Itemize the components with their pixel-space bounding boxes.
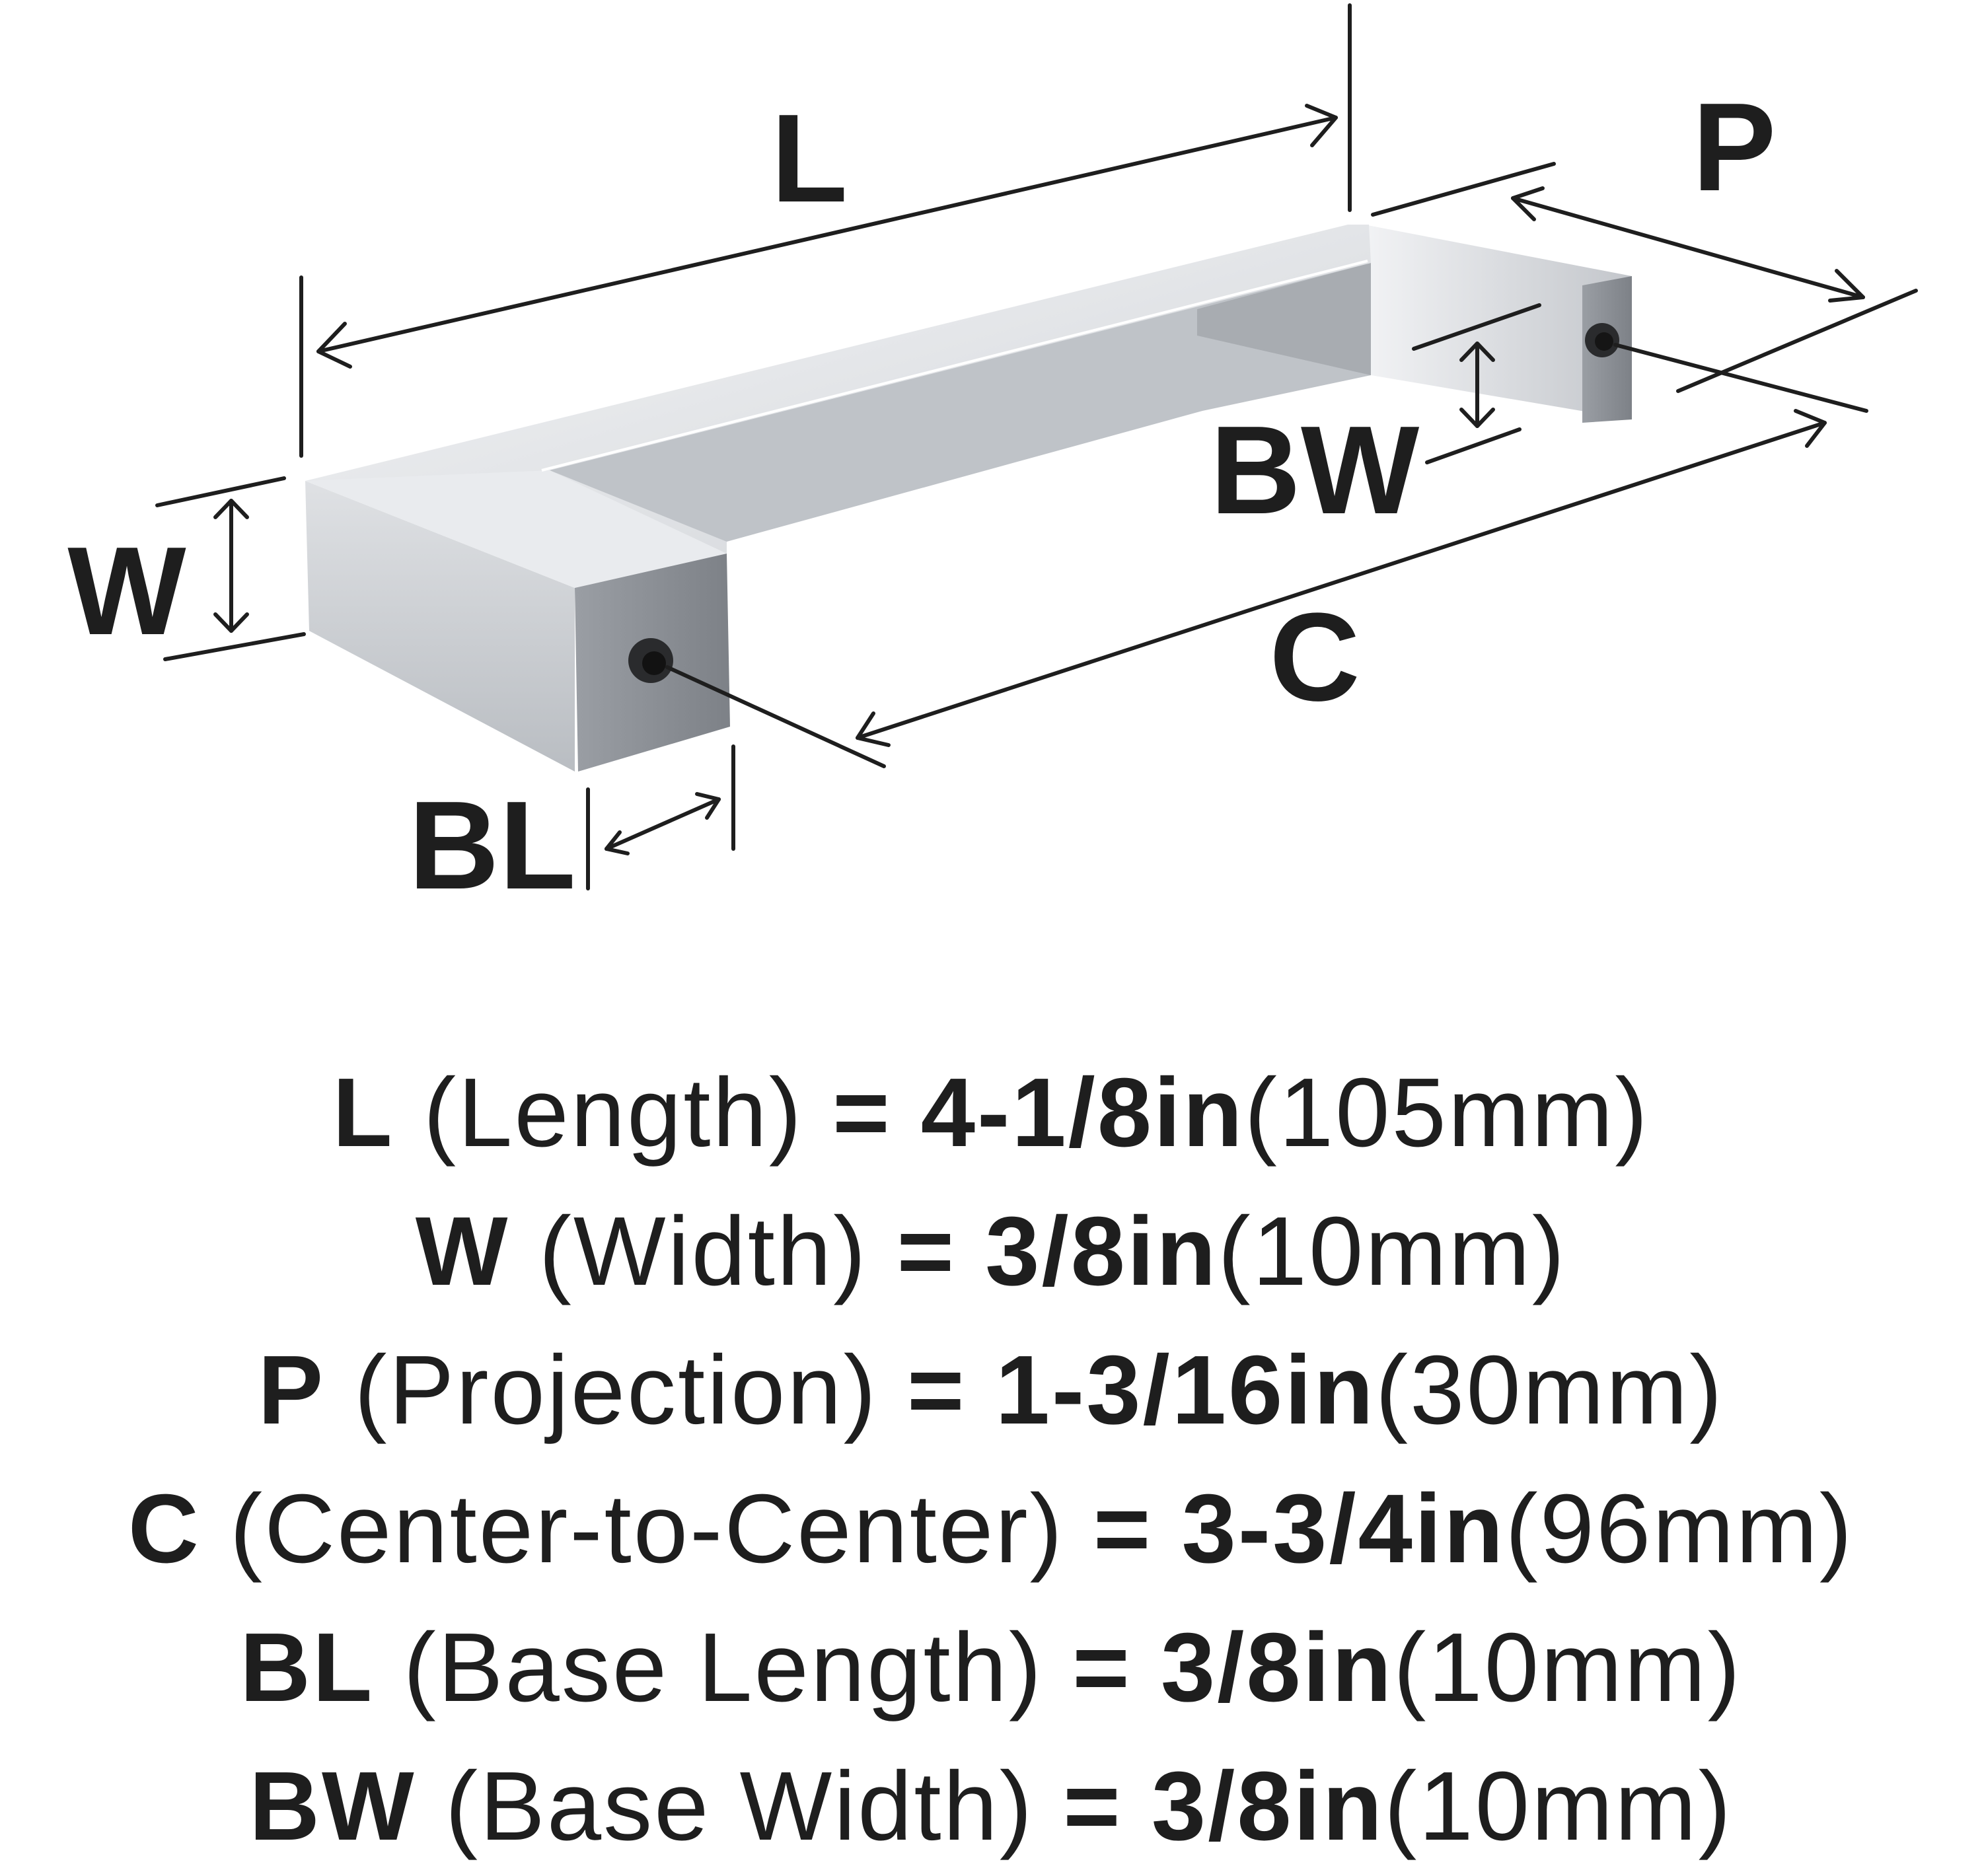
spec-inches: 3/8in [1160,1613,1394,1722]
width-arrow-bottom [213,612,249,633]
spec-code: W [415,1197,510,1306]
spec-equals: = [832,1058,892,1167]
spec-row: BL (Base Length) = 3/8in(10mm) [0,1599,1982,1737]
length-arrow-right [1305,104,1338,147]
center-extension-rear [1613,343,1868,413]
width-label: W [67,521,186,661]
spec-millimeters: (96mm) [1505,1474,1854,1583]
spec-equals: = [1063,1752,1122,1861]
center-arrow-rear [1794,409,1827,448]
base-length-arrow-right [695,792,721,820]
spec-code: C [128,1474,201,1583]
spec-row: C (Center-to-Center) = 3-3/4in(96mm) [0,1460,1982,1599]
center-extension-front [665,665,886,768]
dimension-spec-list: L (Length) = 4-1/8in(105mm)W (Width) = 3… [0,1044,1982,1876]
center-dimension-line [856,421,1827,740]
width-extension-bottom [163,632,306,661]
length-arrow-left [316,322,352,369]
spec-row: W (Width) = 3/8in(10mm) [0,1182,1982,1321]
length-label: L [771,89,848,229]
rear-leg-side [1364,225,1632,419]
spec-row: BW (Base Width) = 3/8in(10mm) [0,1737,1982,1876]
base-width-extension-bottom [1425,427,1522,464]
projection-dimension-line [1511,196,1865,299]
bar-highlight [541,260,1368,472]
spec-code: L [332,1058,394,1167]
spec-inches: 4-1/8in [920,1058,1245,1167]
spec-name: (Base Length) [403,1613,1044,1722]
inner-gap [1197,263,1371,375]
center-label: C [1269,587,1360,727]
spec-inches: 1-3/16in [995,1336,1376,1445]
spec-millimeters: (105mm) [1244,1058,1650,1167]
center-arrow-front [856,711,891,747]
bar-top-face [305,225,1371,554]
spec-name: (Length) [423,1058,804,1167]
spec-inches: 3/8in [985,1197,1218,1306]
dimension-lines: L P BW W C BL [67,3,1918,916]
front-leg-top [305,470,727,588]
projection-arrow-left [1511,186,1545,221]
width-extension-top [155,476,286,507]
spec-name: (Center-to-Center) [229,1474,1064,1583]
spec-millimeters: (10mm) [1393,1613,1742,1722]
base-length-label: BL [408,776,575,916]
spec-millimeters: (30mm) [1375,1336,1724,1445]
bar-underside [542,261,1371,554]
handle-dimension-diagram: L P BW W C BL [67,3,1918,916]
base-width-extension-top [1412,303,1541,351]
spec-inches: 3-3/4in [1181,1474,1506,1583]
base-width-arrow-top [1459,342,1495,362]
spec-code: BW [249,1752,416,1861]
rear-screw-hole-inner [1595,332,1613,351]
spec-name: (Width) [538,1197,868,1306]
spec-equals: = [907,1336,967,1445]
spec-code: P [258,1336,326,1445]
front-leg-side [305,481,575,772]
width-arrow-top [213,499,249,519]
length-dimension-line [316,116,1338,353]
spec-row: L (Length) = 4-1/8in(105mm) [0,1044,1982,1182]
spec-inches: 3/8in [1151,1752,1385,1861]
spec-code: BL [240,1613,375,1722]
projection-extension-left [1371,162,1556,217]
base-length-dimension-line [605,797,721,851]
spec-name: (Projection) [354,1336,878,1445]
spec-equals: = [1072,1613,1132,1722]
base-width-arrow-bottom [1459,408,1495,428]
spec-name: (Base Width) [445,1752,1035,1861]
spec-equals: = [1093,1474,1153,1583]
projection-extension-right [1676,289,1918,393]
cabinet-pull-handle [305,225,1632,772]
spec-millimeters: (10mm) [1384,1752,1733,1861]
spec-equals: = [897,1197,957,1306]
base-width-label: BW [1210,400,1420,540]
spec-row: P (Projection) = 1-3/16in(30mm) [0,1321,1982,1460]
front-screw-hole-inner [642,651,666,675]
projection-label: P [1693,77,1777,217]
spec-millimeters: (10mm) [1218,1197,1567,1306]
projection-arrow-right [1828,269,1865,303]
base-length-arrow-left [605,830,630,855]
